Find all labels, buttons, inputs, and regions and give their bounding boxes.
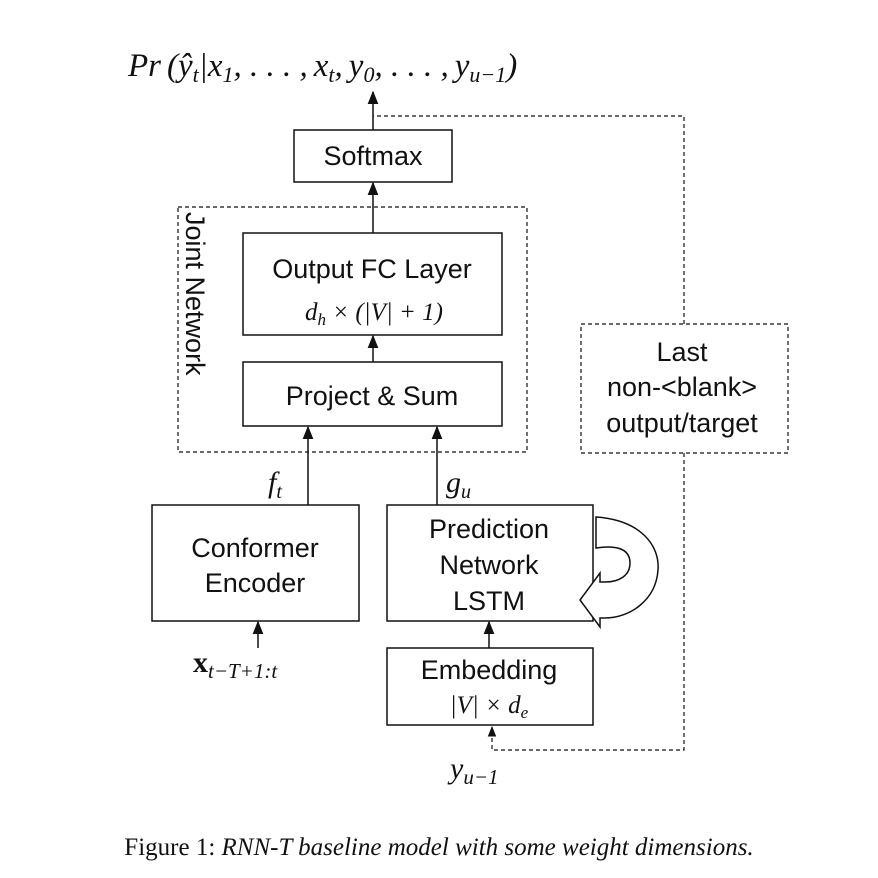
previous-label-input: yu−1 [447,752,499,789]
caption-prefix: Figure 1: [124,834,222,861]
joint-network-region [177,206,528,453]
softmax-label: Softmax [323,141,423,171]
recurrence-loop-icon [579,516,659,630]
last-output-label-2: non-<blank> [607,372,757,402]
prediction-output-label: gu [446,466,471,503]
encoder-output-label: ft [268,466,282,503]
embedding-label: Embedding [421,655,558,685]
prediction-network-label-3: LSTM [453,586,525,616]
feedback-path-top [373,115,685,324]
project-sum-label: Project & Sum [286,381,459,411]
feedback-path-bottom [487,453,685,751]
output-probability-formula: Pr(ŷt|x1, . . . ,xt,y0, . . . ,yu−1) [127,48,517,87]
prediction-network-label-2: Network [439,550,539,580]
conformer-encoder-label-2: Encoder [205,568,306,598]
last-output-label-3: output/target [606,408,758,438]
joint-network-label: Joint Network [180,212,210,376]
embedding-box [386,647,594,726]
conformer-encoder-box [151,504,360,622]
prediction-network-label-1: Prediction [429,514,549,544]
embedding-dimension: |V| × de [450,692,529,722]
output-fc-layer-label: Output FC Layer [272,254,472,284]
caption-text: RNN-T baseline model with some weight di… [221,834,754,861]
encoder-input-label: xt−T+1:t [193,646,278,683]
output-fc-layer-dimension: dh × (|V| + 1) [305,299,443,329]
figure-caption: Figure 1: RNN-T baseline model with some… [0,834,878,862]
last-output-label-1: Last [656,337,708,367]
conformer-encoder-label-1: Conformer [191,533,319,563]
